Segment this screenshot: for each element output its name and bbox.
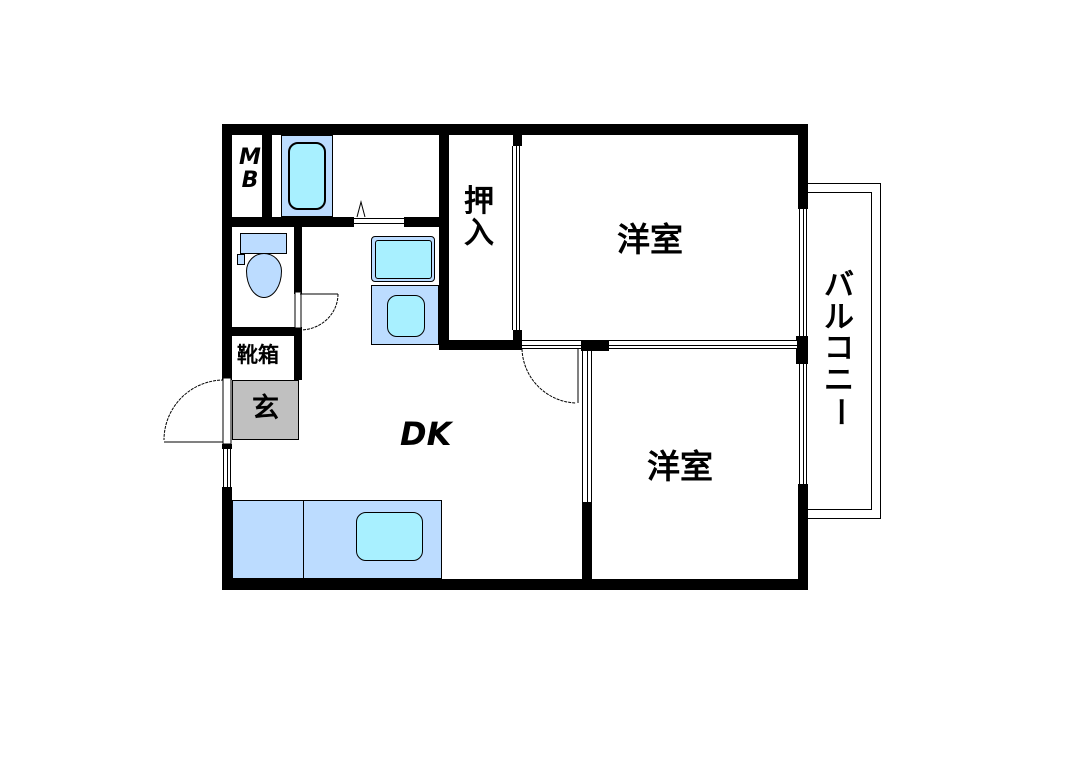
closet-label: 押 入 xyxy=(458,186,500,249)
entrance-door-swing[interactable] xyxy=(160,378,235,448)
dk-label: DK xyxy=(400,415,452,453)
wall-right-mid xyxy=(796,336,808,364)
balcony-label: バ ル コ ニ ー xyxy=(820,270,858,428)
mb-label-m: M xyxy=(239,145,261,170)
wall-right-bottom xyxy=(798,484,808,590)
balcony-char-1: バ xyxy=(824,268,854,303)
kitchen-counter-left xyxy=(232,500,304,579)
room2-window-balcony[interactable] xyxy=(799,364,807,484)
wall-shoebox-right xyxy=(294,330,302,380)
balcony-char-5: ー xyxy=(821,396,857,427)
wall-right-top xyxy=(798,124,808,209)
wall-closet-right-top xyxy=(513,124,522,146)
balcony-char-3: コ xyxy=(824,331,854,366)
dk-room1-opening[interactable] xyxy=(522,340,581,349)
washing-machine-drum xyxy=(375,240,432,279)
bath-door[interactable] xyxy=(354,218,404,226)
wall-mb-bottom xyxy=(222,217,354,227)
wall-toilet-right xyxy=(294,222,302,294)
wall-closet-bottom xyxy=(439,340,521,350)
closet-sliding-door[interactable] xyxy=(512,146,520,330)
bathtub-basin xyxy=(288,142,326,210)
wall-left-lower xyxy=(222,487,232,590)
washbasin-bowl xyxy=(387,295,425,337)
wall-bath-bottom-right xyxy=(404,217,444,227)
closet-label-2: 入 xyxy=(464,215,494,251)
wall-mb-right xyxy=(262,124,272,224)
balcony-char-4: ニ xyxy=(824,362,854,398)
bath-step-icon xyxy=(356,200,366,218)
balcony-inner-rail xyxy=(806,192,872,510)
room-divider-sliding[interactable] xyxy=(609,340,797,349)
entrance-label: 玄 xyxy=(252,393,279,424)
room1-window-balcony[interactable] xyxy=(799,209,807,336)
room2-sliding-door[interactable] xyxy=(582,351,592,502)
closet-label-1: 押 xyxy=(464,184,494,219)
wall-bottom xyxy=(222,579,808,590)
kitchen-sink xyxy=(356,512,423,561)
entrance-side-window[interactable] xyxy=(223,449,231,487)
wall-left-stub xyxy=(222,444,232,449)
toilet-door-swing[interactable] xyxy=(294,290,344,332)
wall-room2-left xyxy=(582,502,592,590)
western-room-1-label: 洋室 xyxy=(617,220,683,259)
toilet-bowl xyxy=(246,253,282,298)
toilet-lever xyxy=(237,254,245,265)
wall-room2-post xyxy=(581,340,609,351)
entrance-floor xyxy=(232,380,299,440)
room1-door-swing[interactable] xyxy=(518,345,582,407)
wall-left-upper xyxy=(222,124,232,380)
shoe-cabinet-label: 靴箱 xyxy=(237,343,279,367)
wall-closet-right-bottom xyxy=(513,330,522,350)
wall-closet-left xyxy=(439,124,449,350)
mb-label-b: B xyxy=(241,168,259,194)
toilet-tank xyxy=(240,233,287,254)
balcony-char-2: ル xyxy=(824,299,854,335)
western-room-2-label: 洋室 xyxy=(647,447,713,486)
mb-label: M B xyxy=(238,146,262,192)
wall-toilet-bottom xyxy=(222,327,302,336)
